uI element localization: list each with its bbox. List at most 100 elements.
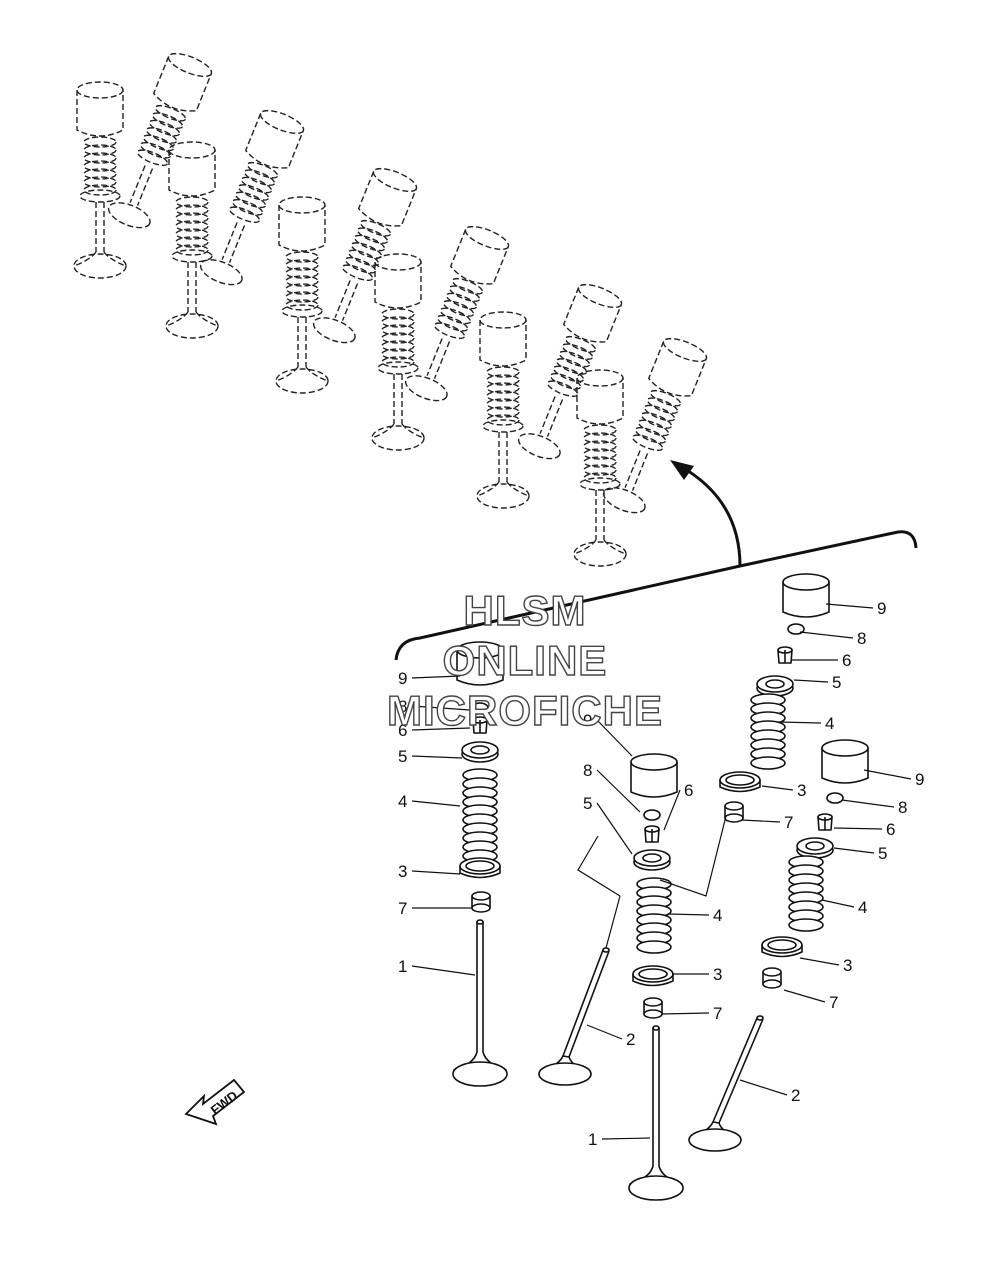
leader-line-c8d (841, 799, 895, 808)
callout-c5c: 5 (832, 673, 841, 692)
callout-c2d: 2 (791, 1086, 800, 1105)
callout-c9b: 9 (583, 711, 592, 730)
callout-c2b: 2 (626, 1030, 635, 1049)
leader-line-c3c (761, 785, 794, 791)
callout-c7b: 7 (713, 1004, 722, 1023)
leader-line-c4c (777, 721, 822, 724)
leader-line-c4d (821, 899, 855, 908)
callout-c4a: 4 (398, 792, 407, 811)
leader-line-c5c (793, 679, 829, 683)
leader-line-c7b (661, 1012, 710, 1015)
spring-retainer-center (633, 849, 671, 871)
valve-lifter-right-top (782, 573, 830, 618)
ghost-valve-upright (573, 369, 627, 567)
exploded-parts-group (452, 573, 869, 1201)
callout-c9c: 9 (877, 599, 886, 618)
leader-line-c9c (825, 603, 874, 609)
callout-c9a: 9 (398, 669, 407, 688)
leader-line-c8c (799, 631, 854, 639)
leader-bracket-center-seal (659, 815, 727, 897)
ghost-valve-upright (165, 141, 219, 339)
ghost-valve-upright (476, 311, 530, 509)
valve-lifter-right-bottom (821, 739, 869, 784)
spring-seat-right-top (719, 771, 761, 793)
callout-c7c: 7 (784, 813, 793, 832)
ghost-valve-tilted (602, 337, 708, 514)
intake-valve-right (688, 1015, 764, 1152)
leader-line-c7c (741, 819, 781, 823)
callout-c7a: 7 (398, 899, 407, 918)
callout-c1b: 1 (588, 1130, 597, 1149)
spring-seat-center (632, 965, 674, 987)
callout-c8b: 8 (583, 761, 592, 780)
leader-line-c1a (411, 965, 476, 976)
ghost-valve-upright (275, 196, 329, 394)
valve-stem-seal-right-bottom (762, 967, 782, 989)
leader-line-c9b (596, 719, 633, 757)
adjusting-pad-left (471, 702, 489, 714)
intake-valve-center (538, 947, 610, 1086)
ghost-valve-tilted (404, 225, 510, 402)
leader-line-c9d (863, 769, 912, 780)
leader-line-c4a (411, 800, 461, 807)
callout-c3b: 3 (713, 965, 722, 984)
callout-c8d: 8 (898, 798, 907, 817)
leader-line-c5d (833, 847, 875, 854)
leader-line-c2d (739, 1079, 788, 1096)
valve-cotter-right-bottom (817, 813, 833, 831)
callout-c5d: 5 (878, 844, 887, 863)
leader-line-c1b (601, 1137, 651, 1140)
valve-cotter-right-top (777, 646, 793, 664)
leader-line-c4b (667, 913, 710, 916)
callout-c3d: 3 (843, 956, 852, 975)
leader-line-c6b (663, 789, 681, 831)
leader-line-c6d (833, 827, 883, 830)
callout-c6c: 6 (842, 651, 851, 670)
valve-spring-left (462, 768, 498, 863)
valve-stem-seal-center (643, 997, 663, 1019)
leader-line-c6a (411, 727, 471, 731)
exhaust-valve-left (452, 919, 508, 1087)
ghost-valve-tilted (517, 283, 623, 460)
leader-line-c7d (783, 989, 826, 1003)
leader-line-c5a (411, 755, 463, 759)
spring-retainer-right-top (756, 675, 794, 697)
callout-c5b: 5 (583, 794, 592, 813)
callout-c9d: 9 (915, 770, 924, 789)
valve-spring-right-bottom (788, 855, 824, 932)
adjusting-pad-center (643, 809, 661, 821)
adjusting-pad-right-bottom (826, 792, 844, 804)
spring-retainer-left (461, 741, 499, 763)
callout-c5a: 5 (398, 747, 407, 766)
leader-lines (411, 603, 912, 1140)
valve-lifter-center (630, 753, 678, 798)
valve-stem-seal-left (471, 891, 491, 913)
leader-line-c5b (596, 802, 633, 855)
leader-line-c9a (411, 675, 461, 679)
leader-line-c8a (411, 705, 471, 711)
assembly-bracket (394, 464, 918, 661)
callout-c4c: 4 (825, 714, 834, 733)
valve-lifter-left (456, 641, 504, 686)
callout-c6b: 6 (684, 781, 693, 800)
ghost-valve-upright (73, 81, 127, 279)
ghost-valve-tilted (312, 167, 418, 344)
exhaust-valve-center (628, 1025, 684, 1201)
callout-c7d: 7 (829, 993, 838, 1012)
leader-bracket-center (577, 835, 621, 949)
leader-line-c3a (411, 870, 461, 875)
valve-spring-center (636, 877, 672, 954)
leader-line-c2b (586, 1024, 623, 1040)
leader-line-c3d (799, 957, 840, 966)
leader-line-c8b (596, 769, 641, 813)
callout-c3a: 3 (398, 862, 407, 881)
callout-c3c: 3 (797, 781, 806, 800)
spring-retainer-right-bottom (796, 837, 834, 859)
spring-seat-right-bottom (761, 936, 803, 958)
callout-c4d: 4 (858, 898, 867, 917)
assembled-valves-ghost-group (73, 52, 708, 567)
callout-c8c: 8 (857, 629, 866, 648)
valve-cotter-center (644, 825, 660, 843)
